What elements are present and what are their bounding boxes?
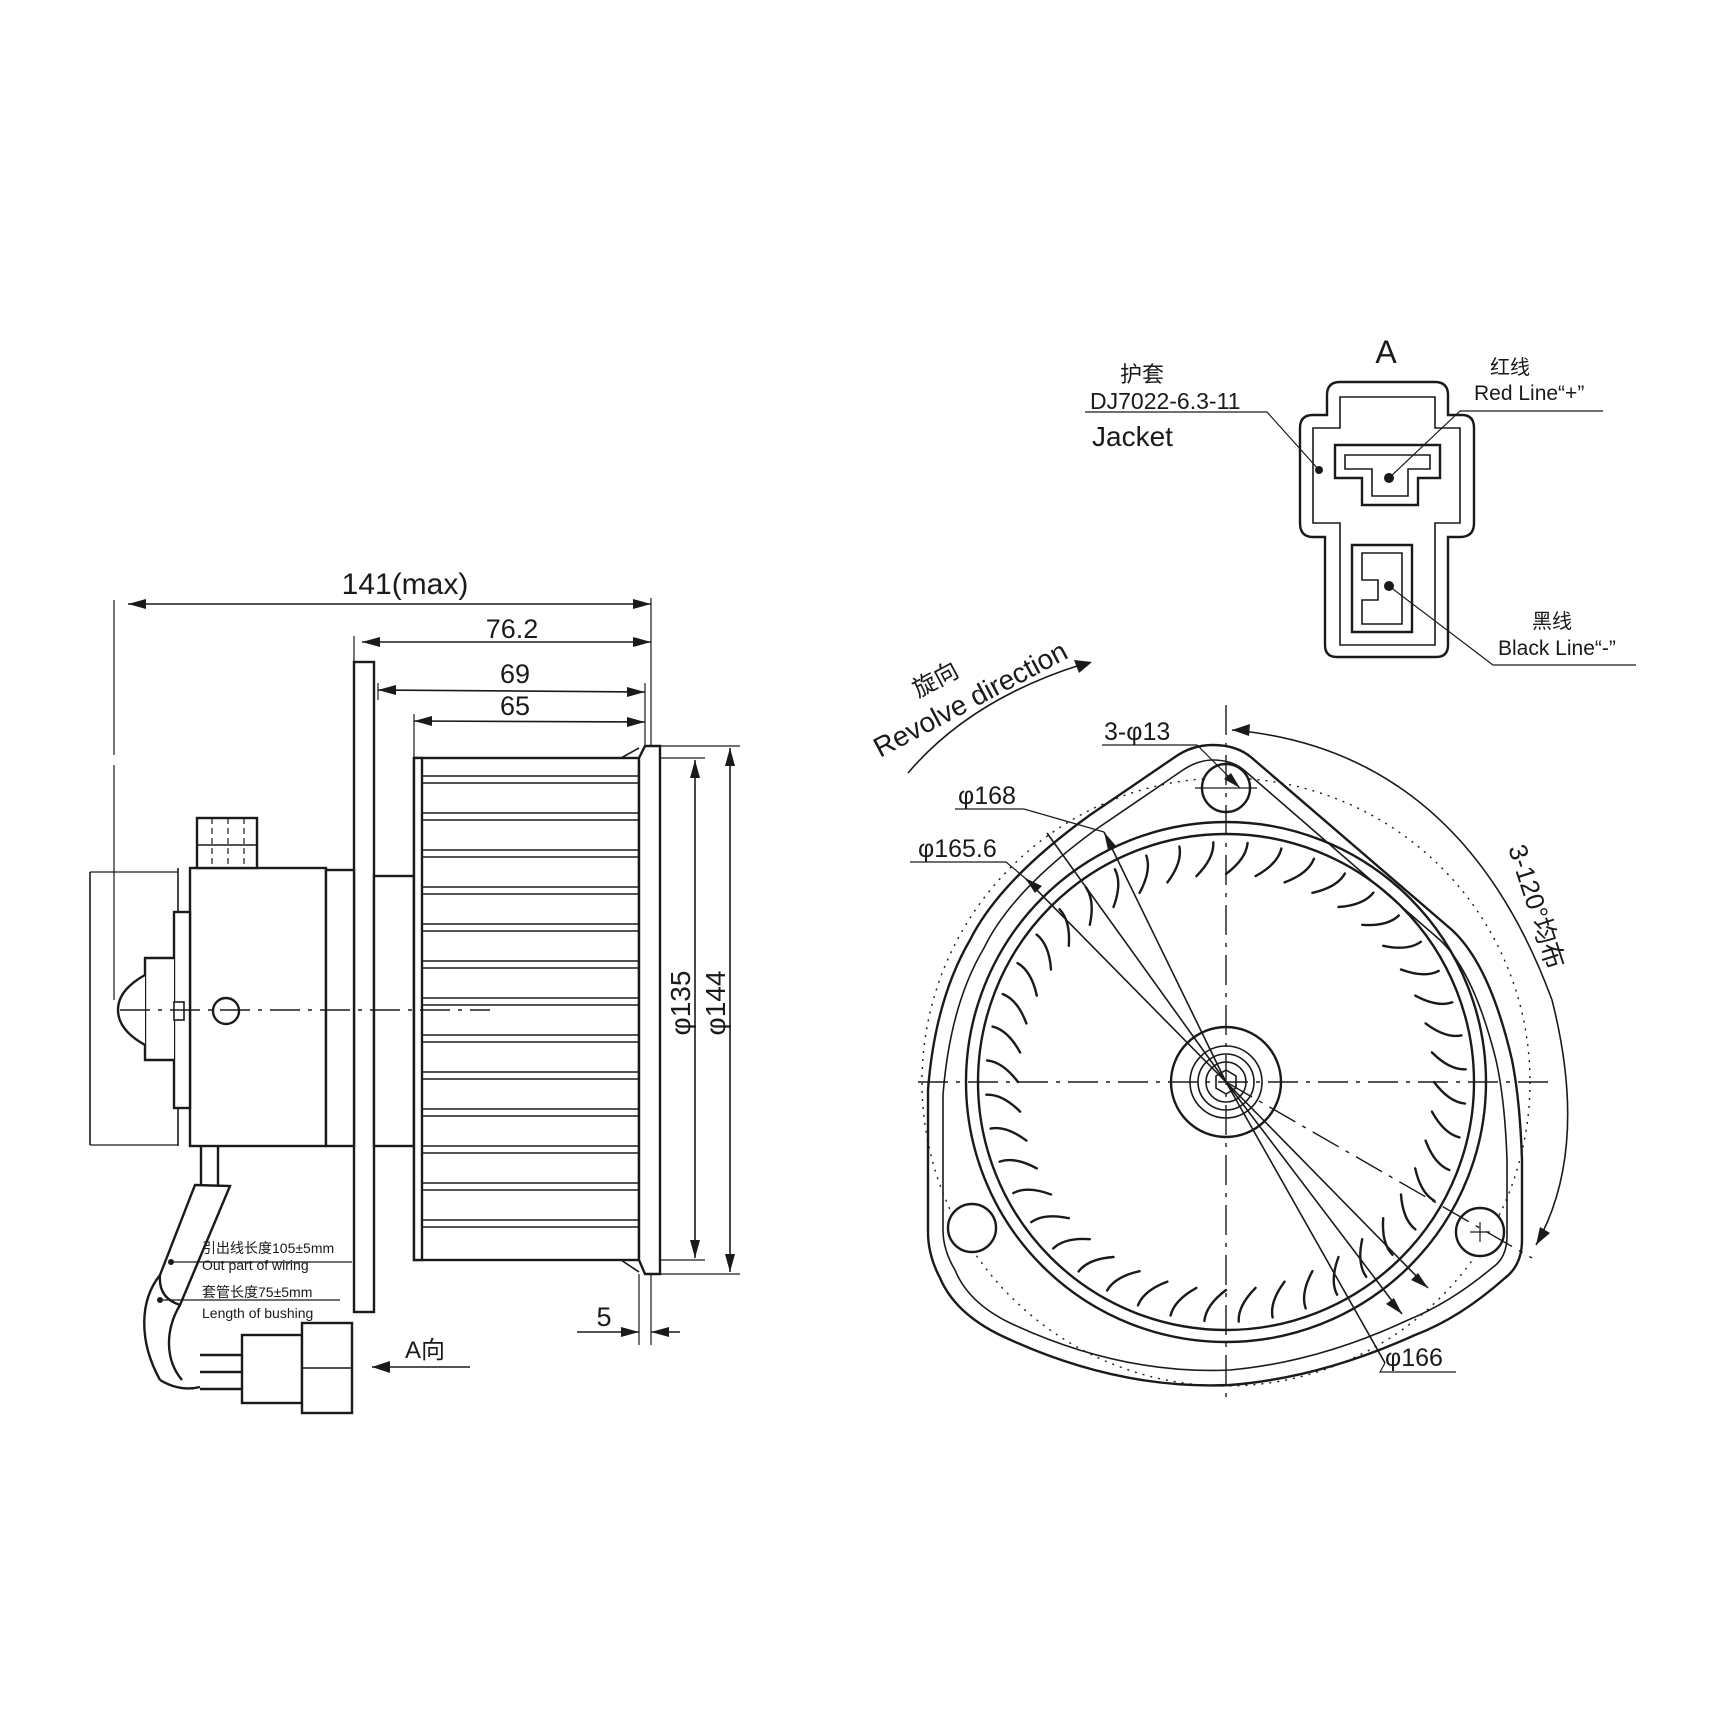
front-blade [1399, 1193, 1417, 1231]
front-blade [1381, 1217, 1394, 1256]
front-blade [1270, 1280, 1286, 1319]
front-impeller-blades [985, 841, 1467, 1323]
front-blade [1001, 992, 1028, 1025]
front-blade [1058, 908, 1071, 947]
dim-76-2: 76.2 [486, 614, 539, 644]
view-arrow-label: A向 [405, 1337, 445, 1364]
front-blade [1138, 854, 1150, 894]
dim-phi-135: φ135 [665, 971, 696, 1036]
front-blade [1016, 961, 1038, 997]
view-a-title: A [1375, 334, 1397, 370]
black-line-cn: 黑线 [1532, 610, 1572, 633]
front-blade [1382, 940, 1422, 949]
front-blade [1399, 968, 1440, 976]
revolve-direction-en: Revolve direction [868, 635, 1072, 763]
dim-65: 65 [500, 691, 530, 721]
front-blade [1077, 1255, 1115, 1273]
front-blade [1337, 891, 1375, 909]
front-blade [1414, 994, 1454, 1006]
front-blade [1302, 1270, 1314, 1310]
front-blade [998, 1158, 1038, 1170]
dim-69: 69 [500, 659, 530, 689]
holes-callout: 3-φ13 [1104, 718, 1170, 746]
dia-168: φ168 [958, 782, 1016, 810]
front-blade [991, 1025, 1022, 1054]
front-blade [1332, 1255, 1340, 1296]
front-blade [1224, 841, 1249, 876]
front-blade [1166, 845, 1182, 884]
front-blade [1112, 868, 1120, 909]
front-blade [1105, 1270, 1141, 1292]
front-blade [1030, 1215, 1070, 1224]
red-line-cn: 红线 [1490, 356, 1530, 379]
front-blade [1430, 1110, 1461, 1139]
front-blade [1359, 1238, 1368, 1278]
bushing-length-cn: 套管长度75±5mm [202, 1284, 312, 1300]
wiring-length-cn: 引出线长度105±5mm [202, 1240, 334, 1256]
front-blade [985, 1093, 1022, 1113]
front-blade [1361, 914, 1400, 927]
front-blade [1311, 872, 1347, 894]
dia-166: φ166 [1385, 1344, 1443, 1372]
spacing-callout: 3-120°均布 [1502, 841, 1570, 973]
front-blade [1254, 847, 1283, 878]
front-blade [1237, 1286, 1257, 1323]
jacket-en: Jacket [1092, 421, 1173, 452]
side-view: 141(max) 76.2 69 65 [89, 568, 740, 1415]
dim-overall-length: 141(max) [342, 568, 469, 601]
front-blade [1052, 1237, 1091, 1250]
dim-phi-144: φ144 [700, 971, 731, 1036]
front-blade [1035, 933, 1053, 971]
front-blade [1430, 1051, 1467, 1071]
dia-165-6: φ165.6 [918, 835, 997, 863]
black-line-en: Black Line“-” [1498, 637, 1616, 660]
front-blade [1283, 857, 1316, 884]
front-blade [1012, 1188, 1053, 1196]
wiring-length-en: Out part of wiring [202, 1257, 309, 1273]
front-view: 旋向 Revolve direction [868, 635, 1571, 1400]
connector-view-a: A 护套 DJ7022-6.3-11 Jacket 红线 Red Line“+”… [1085, 334, 1636, 666]
front-blade [1424, 1022, 1463, 1038]
front-blade [1424, 1139, 1451, 1172]
impeller-blade-lines [422, 775, 639, 1228]
front-blade [1432, 1080, 1467, 1105]
dim-5: 5 [596, 1302, 611, 1332]
jacket-cn: 护套 [1120, 362, 1164, 387]
front-blade [985, 1059, 1020, 1084]
front-blade [1169, 1286, 1198, 1317]
front-blade [1203, 1288, 1228, 1323]
front-blade [1414, 1167, 1436, 1203]
front-blade [989, 1126, 1028, 1142]
front-blade [1136, 1280, 1169, 1307]
jacket-code: DJ7022-6.3-11 [1090, 388, 1240, 414]
front-blade [1195, 841, 1215, 878]
red-line-en: Red Line“+” [1474, 382, 1584, 405]
bushing-length-en: Length of bushing [202, 1305, 313, 1321]
